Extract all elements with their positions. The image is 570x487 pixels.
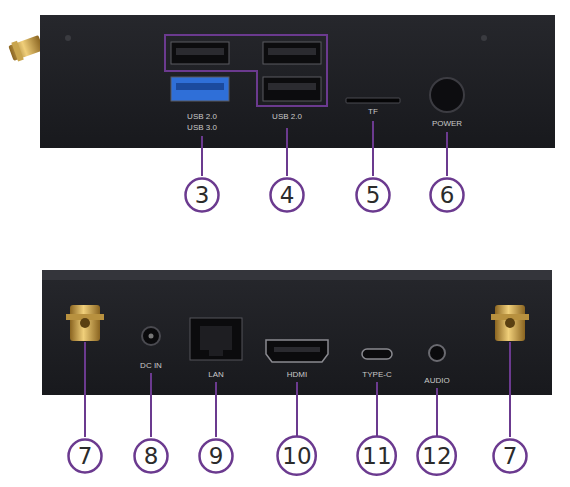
callout-number: 10 [282, 445, 311, 468]
circle-outline [418, 437, 456, 475]
port-label: TYPE-C [362, 371, 391, 379]
sma-connector [491, 305, 529, 341]
hdmi-port [266, 340, 328, 362]
housing [42, 270, 552, 395]
callout-number: 9 [209, 445, 224, 468]
antenna [8, 35, 44, 61]
dc-pin [149, 334, 154, 339]
power-button [430, 78, 464, 112]
callout-circle: 12 [416, 435, 457, 476]
circle-outline [271, 179, 304, 212]
callout-circle: 11 [356, 435, 397, 476]
callout-circle: 10 [276, 435, 317, 476]
port-label: LAN [208, 371, 224, 379]
housing-edge [42, 270, 552, 280]
screw [65, 35, 71, 41]
callout-number: 3 [195, 184, 210, 207]
typec-port [362, 349, 392, 359]
audio-jack [429, 345, 445, 361]
tf-slot [346, 98, 400, 103]
callout-number: 7 [78, 445, 93, 468]
callout-circle: 7 [492, 438, 528, 474]
leader-lines [202, 121, 447, 176]
callout-circle: 6 [429, 177, 465, 213]
group-bracket [165, 35, 327, 106]
sma-connector [66, 305, 104, 341]
circle-outline [278, 437, 316, 475]
callout-number: 11 [362, 445, 391, 468]
circle-outline [357, 179, 390, 212]
callout-circle: 5 [355, 177, 391, 213]
callout-number: 4 [280, 184, 295, 207]
port-label: HDMI [287, 371, 307, 379]
circle-outline [186, 179, 219, 212]
lan-port [190, 318, 242, 360]
callout-circle: 4 [269, 177, 305, 213]
callout-circle: 8 [133, 438, 169, 474]
port-label: TF [368, 108, 378, 116]
port-label: AUDIO [424, 377, 449, 385]
circle-outline [69, 440, 102, 473]
circle-outline [494, 440, 527, 473]
port-label: USB 3.0 [187, 124, 217, 132]
port-label: USB 2.0 [272, 113, 302, 121]
circle-outline [135, 440, 168, 473]
circle-outline [431, 179, 464, 212]
callout-number: 6 [440, 184, 455, 207]
leader-lines [85, 342, 510, 437]
housing [40, 15, 555, 148]
callout-circle: 7 [67, 438, 103, 474]
screw [481, 35, 487, 41]
callout-number: 8 [144, 445, 159, 468]
callout-circle: 3 [184, 177, 220, 213]
port-label: USB 2.0 [187, 113, 217, 121]
dc-jack [142, 327, 160, 345]
callout-circle: 9 [198, 438, 234, 474]
port-label: POWER [432, 120, 462, 128]
port-label: DC IN [140, 362, 162, 370]
callout-number: 7 [503, 445, 518, 468]
callout-number: 5 [366, 184, 381, 207]
circle-outline [200, 440, 233, 473]
callout-number: 12 [422, 445, 451, 468]
circle-outline [358, 437, 396, 475]
